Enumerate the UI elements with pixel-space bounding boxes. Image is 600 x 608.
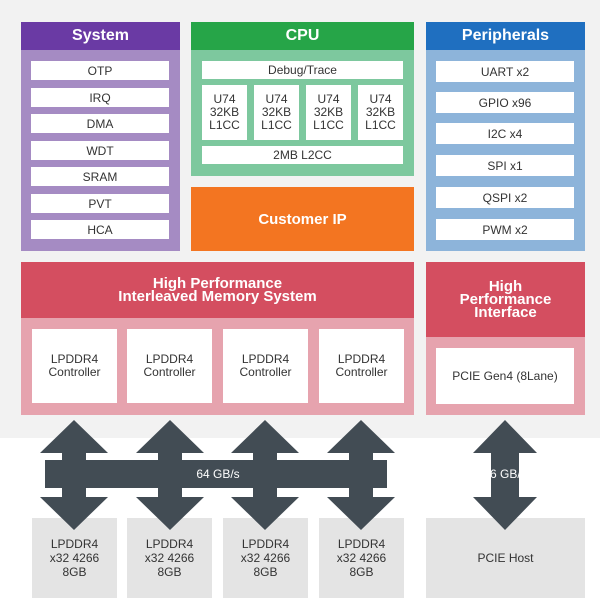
cpu-l2-cache: 2MB L2CC — [202, 146, 403, 164]
core-level: L1CC — [313, 118, 344, 132]
memory-system-title: High Performance Interleaved Memory Syst… — [21, 262, 414, 318]
core-name: U74 — [265, 92, 288, 106]
system-title: System — [21, 22, 180, 50]
controller-line2: Controller — [143, 365, 196, 379]
memory-title-line1: High Performance — [152, 275, 283, 292]
controller-line2: Controller — [335, 365, 388, 379]
lpddr4-controller: LPDDR4 Controller — [32, 329, 117, 403]
core-name: U74 — [213, 92, 236, 106]
dram-line3: 8GB — [62, 565, 87, 579]
hpi-title-line3: Interface — [474, 304, 537, 321]
pcie-bandwidth-label: 16 GB/s — [483, 467, 527, 481]
core-level: L1CC — [261, 118, 292, 132]
lpddr4-controller: LPDDR4 Controller — [127, 329, 212, 403]
peripherals-title: Peripherals — [426, 22, 585, 50]
cpu-core: U74 32KB L1CC — [358, 85, 403, 140]
memory-title-line2: Interleaved Memory System — [118, 288, 317, 305]
peripheral-gpio: GPIO x96 — [436, 92, 574, 113]
customer-ip-block: Customer IP — [191, 187, 414, 251]
cpu-core: U74 32KB L1CC — [254, 85, 299, 140]
system-item-sram: SRAM — [31, 167, 169, 186]
lpddr4-dram: LPDDR4 x32 4266 8GB — [127, 518, 212, 598]
pcie-gen4: PCIE Gen4 (8Lane) — [436, 348, 574, 404]
dram-line3: 8GB — [253, 565, 278, 579]
core-name: U74 — [317, 92, 340, 106]
controller-line1: LPDDR4 — [337, 352, 386, 366]
peripheral-spi: SPI x1 — [436, 155, 574, 176]
dram-line2: x32 4266 — [49, 551, 100, 565]
lpddr4-dram: LPDDR4 x32 4266 8GB — [319, 518, 404, 598]
dram-line1: LPDDR4 — [241, 537, 290, 551]
lpddr4-dram: LPDDR4 x32 4266 8GB — [223, 518, 308, 598]
pcie-host-label: PCIE Host — [477, 551, 534, 565]
lpddr4-controller: LPDDR4 Controller — [319, 329, 404, 403]
controller-line2: Controller — [48, 365, 101, 379]
system-item-otp: OTP — [31, 61, 169, 80]
cpu-core: U74 32KB L1CC — [202, 85, 247, 140]
core-cache: 32KB — [261, 105, 292, 119]
dram-line2: x32 4266 — [144, 551, 195, 565]
dram-line1: LPDDR4 — [337, 537, 386, 551]
core-cache: 32KB — [313, 105, 344, 119]
dram-line1: LPDDR4 — [50, 537, 99, 551]
core-cache: 32KB — [365, 105, 396, 119]
core-level: L1CC — [365, 118, 396, 132]
hpi-title-line1: High — [488, 278, 523, 295]
dram-line2: x32 4266 — [336, 551, 387, 565]
core-level: L1CC — [209, 118, 240, 132]
system-item-hca: HCA — [31, 220, 169, 239]
memory-bandwidth-label: 64 GB/s — [196, 467, 240, 481]
core-cache: 32KB — [209, 105, 240, 119]
dram-line1: LPDDR4 — [145, 537, 194, 551]
controller-line1: LPDDR4 — [50, 352, 99, 366]
dram-line2: x32 4266 — [240, 551, 291, 565]
hpi-title: High Performance Interface — [426, 262, 585, 337]
lpddr4-controller: LPDDR4 Controller — [223, 329, 308, 403]
system-item-wdt: WDT — [31, 141, 169, 160]
system-item-irq: IRQ — [31, 88, 169, 107]
system-item-dma: DMA — [31, 114, 169, 133]
pcie-host: PCIE Host — [426, 518, 585, 598]
peripherals-block — [426, 50, 585, 251]
peripheral-i2c: I2C x4 — [436, 123, 574, 144]
peripheral-uart: UART x2 — [436, 61, 574, 82]
cpu-debug-trace: Debug/Trace — [202, 61, 403, 79]
cpu-core: U74 32KB L1CC — [306, 85, 351, 140]
controller-line1: LPDDR4 — [145, 352, 194, 366]
controller-line1: LPDDR4 — [241, 352, 290, 366]
core-name: U74 — [369, 92, 392, 106]
system-item-pvt: PVT — [31, 194, 169, 213]
peripheral-pwm: PWM x2 — [436, 219, 574, 240]
controller-line2: Controller — [239, 365, 292, 379]
peripheral-qspi: QSPI x2 — [436, 187, 574, 208]
hpi-title-line2: Performance — [459, 291, 552, 308]
lpddr4-dram: LPDDR4 x32 4266 8GB — [32, 518, 117, 598]
dram-line3: 8GB — [349, 565, 374, 579]
cpu-title: CPU — [191, 22, 414, 50]
dram-line3: 8GB — [157, 565, 182, 579]
